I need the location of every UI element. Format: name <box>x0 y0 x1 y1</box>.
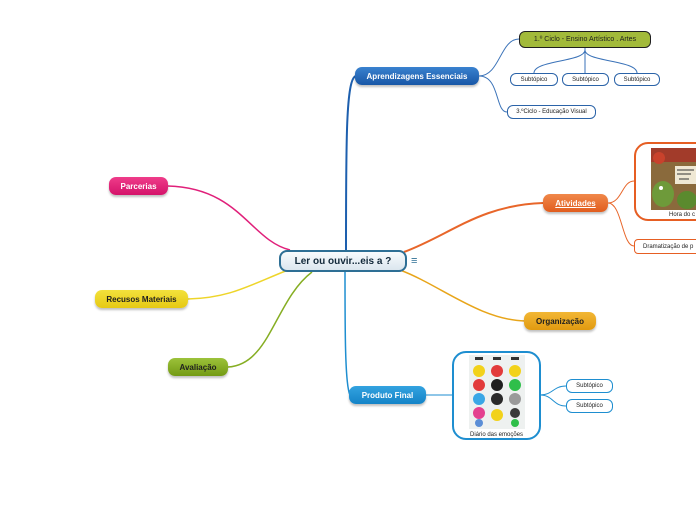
topic-diario-das-emocoes[interactable]: Diário das emoções <box>452 351 541 440</box>
emotion-monsters-image <box>469 355 525 429</box>
central-topic[interactable]: Ler ou ouvir...eis a ? <box>279 250 407 272</box>
subtopic-produto-1[interactable]: Subtópico <box>566 379 613 393</box>
branch-avaliacao[interactable]: Avaliação <box>168 358 228 376</box>
subtopic-ciclo1-2[interactable]: Subtópico <box>562 73 609 86</box>
branch-recursos-materiais[interactable]: Recusos Materiais <box>95 290 188 308</box>
branch-parcerias[interactable]: Parcerias <box>109 177 168 195</box>
list-icon[interactable]: ≡ <box>411 255 418 267</box>
branch-atividades[interactable]: Atividades <box>543 194 608 212</box>
branch-aprendizagens[interactable]: Aprendizagens Essenciais <box>355 67 479 85</box>
subtopic-produto-2[interactable]: Subtópico <box>566 399 613 413</box>
topic-ciclo3-educacao-visual[interactable]: 3.ºCiclo - Educação Visual <box>507 105 596 119</box>
branch-organizacao[interactable]: Organização <box>524 312 596 330</box>
book-cover-image <box>651 148 696 210</box>
image-caption-diario: Diário das emoções <box>470 432 524 438</box>
branch-produto-final[interactable]: Produto Final <box>349 386 426 404</box>
subtopic-ciclo1-3[interactable]: Subtópico <box>614 73 660 86</box>
topic-hora-do-conto[interactable]: Hora do c <box>634 142 696 221</box>
subtopic-ciclo1-1[interactable]: Subtópico <box>510 73 558 86</box>
topic-ciclo1-artes[interactable]: 1.º Ciclo - Ensino Artístico . Artes <box>519 31 651 48</box>
topic-dramatizacao[interactable]: Dramatização de p <box>634 239 696 254</box>
image-caption-hora: Hora do c <box>669 212 696 218</box>
